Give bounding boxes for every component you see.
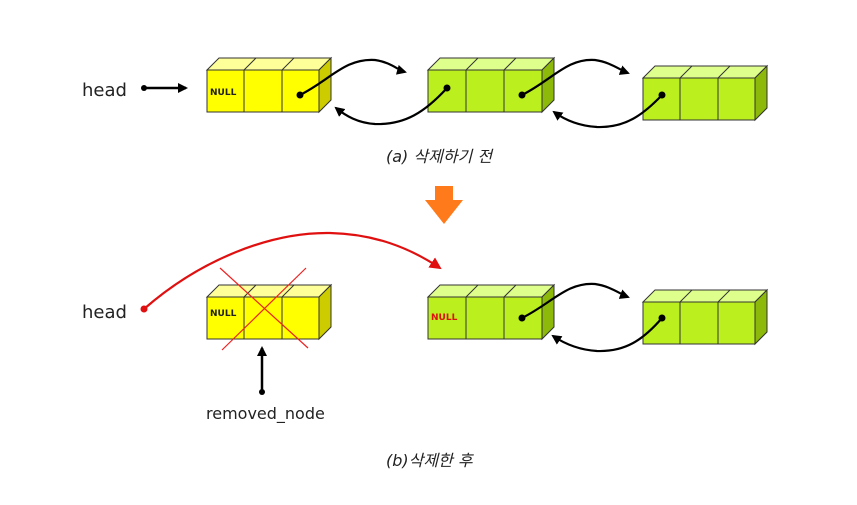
prev-link-a3-a2 xyxy=(552,91,666,129)
head-label: head xyxy=(82,302,127,323)
cross-icon xyxy=(219,267,309,351)
after-section: head NULL removed_node xyxy=(82,231,769,470)
head-new-link-arrow xyxy=(140,231,442,313)
removed-node-pointer-arrow xyxy=(257,346,267,395)
next-link-a2-a3 xyxy=(518,58,630,99)
removed-node-label: removed_node xyxy=(206,404,325,424)
node-b2: NULL xyxy=(426,283,556,341)
head-pointer-arrow xyxy=(141,83,188,93)
removed-node: NULL xyxy=(205,283,333,341)
next-link-a1-a2 xyxy=(296,58,407,99)
head-label: head xyxy=(82,80,127,101)
null-text: NULL xyxy=(210,309,237,319)
down-arrow-icon xyxy=(425,186,463,224)
node-a3 xyxy=(641,64,769,122)
prev-link-a2-a1 xyxy=(334,84,451,126)
caption-before: (a) 삭제하기 전 xyxy=(386,147,494,166)
node-a2 xyxy=(426,56,556,114)
node-a1: NULL xyxy=(205,56,333,114)
prev-link-b3-b2 xyxy=(551,314,666,353)
node-b3 xyxy=(641,288,769,346)
next-link-b2-b3 xyxy=(518,282,630,322)
null-text: NULL xyxy=(210,88,237,98)
before-section: head NULL xyxy=(82,56,769,166)
null-text: NULL xyxy=(431,313,458,323)
caption-after: (b)삭제한 후 xyxy=(386,451,475,470)
